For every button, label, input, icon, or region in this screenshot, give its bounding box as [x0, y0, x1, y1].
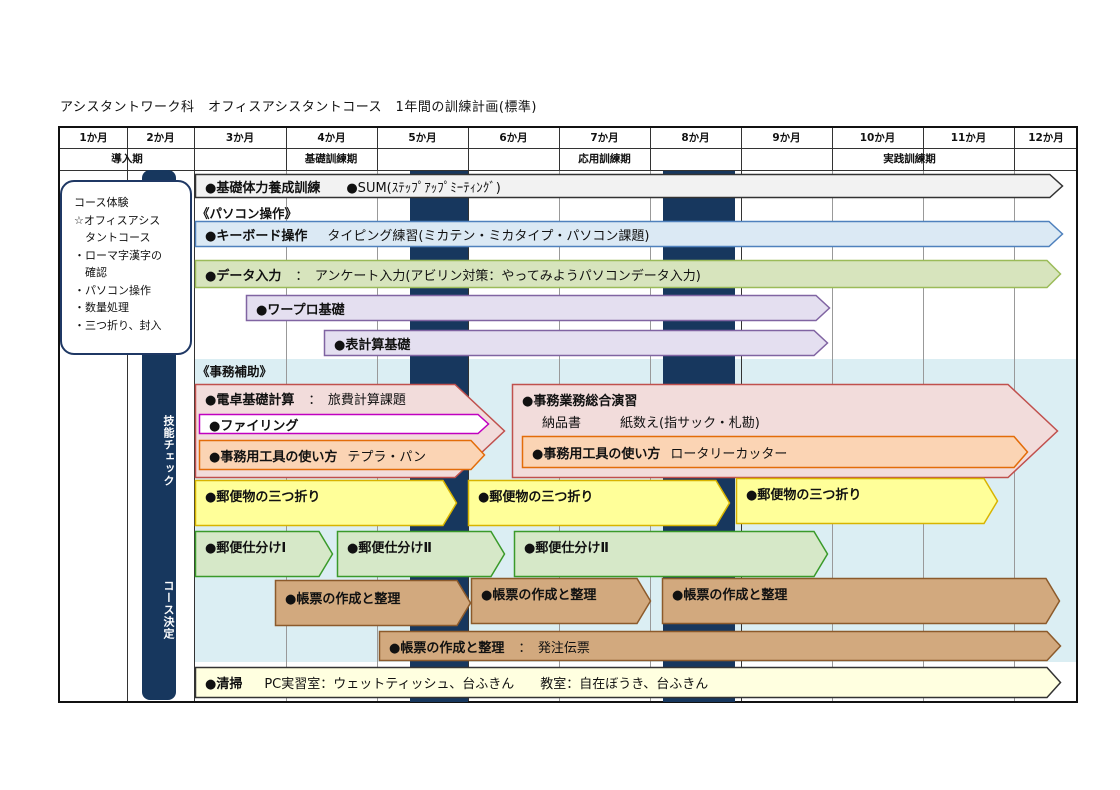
bar-wordpro: ●ワープロ基礎 [245, 294, 831, 322]
bar-sort-2: ●郵便仕分けⅡ [336, 530, 506, 578]
bar-filing: ●ファイリング [198, 413, 490, 435]
section-office-label: 《事務補助》 [197, 364, 273, 379]
bar-arrow-polygon [513, 530, 829, 578]
bar-arrow-polygon [194, 530, 334, 578]
bar-shape [198, 413, 490, 435]
bar-ledger-1: ●帳票の作成と整理 [274, 579, 472, 627]
bar-arrow-polygon [194, 666, 1062, 699]
bar-keyboard: ●キーボード操作タイピング練習(ミカテン・ミカタイプ・パソコン課題) [194, 220, 1064, 248]
bar-arrow-polygon [521, 435, 1029, 469]
bar-tools-2: ●事務用工具の使い方ロータリーカッター [521, 435, 1029, 469]
bar-shape [521, 435, 1029, 469]
bar-shape [323, 329, 829, 357]
bar-spreadsheet: ●表計算基礎 [323, 329, 829, 357]
bar-arrow-polygon [274, 579, 472, 627]
bar-shape [245, 294, 831, 322]
schedule-table: 1か月 2か月 3か月 4か月 5か月 6か月 7か月 8か月 9か月 10か月… [58, 126, 1078, 703]
bar-arrow-polygon [198, 413, 490, 435]
intro-line: コース体験 [74, 196, 129, 209]
bar-shape [194, 530, 334, 578]
bar-shape [198, 439, 486, 471]
phase-header: 導入期 [111, 153, 143, 165]
bar-shape [194, 220, 1064, 248]
intro-line: ・数量処理 [74, 301, 129, 314]
intro-line: ・三つ折り、封入 [74, 318, 162, 332]
bar-shape [194, 479, 458, 527]
month-header: 5か月 [408, 132, 437, 144]
bar-arrow-polygon [194, 173, 1064, 199]
phase-header: 基礎訓練期 [304, 153, 358, 165]
bar-tools-1: ●事務用工具の使い方テプラ・パン [198, 439, 486, 471]
month-header: 8か月 [681, 132, 710, 144]
intro-line: 確認 [74, 266, 107, 279]
month-header: 11か月 [950, 132, 987, 144]
bar-shape [513, 530, 829, 578]
bar-shape [467, 479, 731, 527]
bar-ledger-3: ●帳票の作成と整理 [661, 577, 1061, 625]
month-header: 3か月 [225, 132, 255, 144]
bar-arrow-polygon [470, 577, 652, 625]
intro-line: ☆オフィスアシス [74, 213, 161, 227]
bar-arrow-polygon [323, 329, 829, 357]
month-header: 10か月 [859, 132, 896, 144]
bar-ledger-4: ●帳票の作成と整理： 発注伝票 [378, 630, 1062, 662]
bar-shape [470, 577, 652, 625]
phase-header: 実践訓練期 [883, 153, 936, 165]
bar-sort-3: ●郵便仕分けⅡ [513, 530, 829, 578]
course-decision-label: コース決定 [162, 580, 175, 640]
month-header: 1か月 [79, 132, 108, 144]
bar-fold-1: ●郵便物の三つ折り [194, 479, 458, 527]
bar-shape [735, 477, 999, 525]
bar-ledger-2: ●帳票の作成と整理 [470, 577, 652, 625]
intro-line: ・ローマ字漢字の [74, 248, 162, 262]
skill-check-label: 技能チェック [162, 415, 175, 487]
bar-arrow-polygon [661, 577, 1061, 625]
bar-fold-3: ●郵便物の三つ折り [735, 477, 999, 525]
bar-fitness: ●基礎体力養成訓練●SUM(ｽﾃｯﾌﾟｱｯﾌﾟﾐｰﾃｨﾝｸﾞ) [194, 173, 1064, 199]
bar-fold-2: ●郵便物の三つ折り [467, 479, 731, 527]
bar-shape [194, 173, 1064, 199]
month-header: 12か月 [1028, 132, 1064, 144]
month-header: 6か月 [499, 132, 528, 144]
intro-course-box: コース体験 ☆オフィスアシス タントコース ・ローマ字漢字の 確認 ・パソコン操… [60, 180, 192, 355]
month-header: 2か月 [146, 132, 175, 144]
month-header: 7か月 [590, 132, 619, 144]
bar-arrow-polygon [198, 439, 486, 471]
intro-line: タントコース [74, 231, 151, 244]
general-practice-detail: 納品書 紙数え(指サック・札勘) [542, 416, 760, 431]
bar-shape [194, 666, 1062, 699]
section-pc-label: 《パソコン操作》 [197, 206, 298, 221]
bar-arrow-polygon [194, 259, 1062, 289]
bar-shape [378, 630, 1062, 662]
intro-line: ・パソコン操作 [74, 283, 151, 297]
bar-shape [194, 259, 1062, 289]
bar-arrow-polygon [194, 479, 458, 527]
bar-arrow-polygon [245, 294, 831, 322]
bar-shape [274, 579, 472, 627]
bar-arrow-polygon [735, 477, 999, 525]
bar-sort-1: ●郵便仕分けⅠ [194, 530, 334, 578]
bar-arrow-polygon [336, 530, 506, 578]
bar-arrow-polygon [467, 479, 731, 527]
bar-data-entry: ●データ入力： アンケート入力(アビリン対策：やってみようパソコンデータ入力) [194, 259, 1062, 289]
bar-shape [661, 577, 1061, 625]
bar-arrow-polygon [194, 220, 1064, 248]
bar-arrow-polygon [378, 630, 1062, 662]
phase-header: 応用訓練期 [578, 153, 631, 165]
page-title: アシスタントワーク科 オフィスアシスタントコース 1年間の訓練計画(標準) [60, 100, 537, 115]
bar-shape [336, 530, 506, 578]
month-header: 9か月 [772, 132, 801, 144]
month-header: 4か月 [317, 132, 346, 144]
